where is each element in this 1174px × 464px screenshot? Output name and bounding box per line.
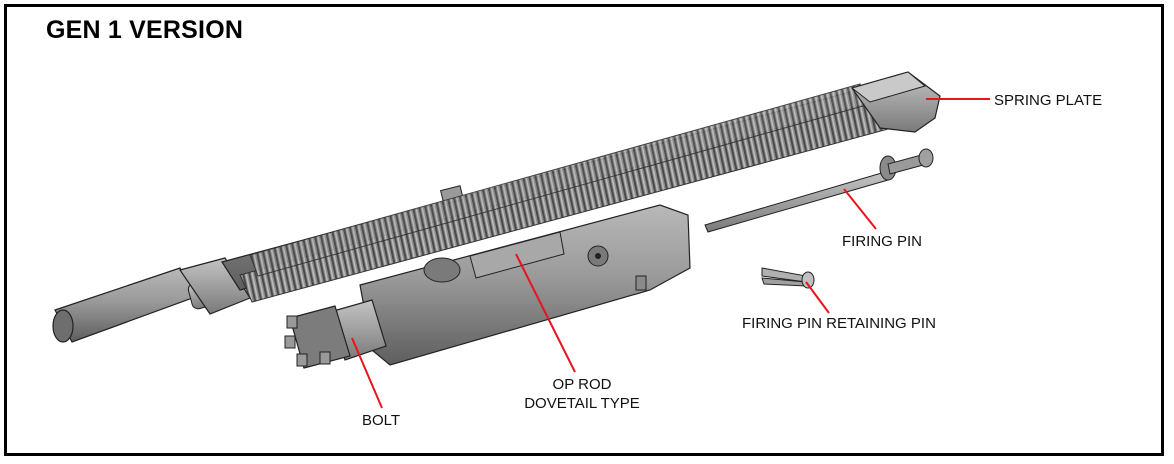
bolt [284, 299, 387, 369]
callout-spring-plate: SPRING PLATE [994, 92, 1103, 109]
leader-firing-pin [843, 188, 877, 230]
firing-pin-retaining-pin [761, 267, 815, 289]
leader-op-rod [515, 253, 576, 373]
leader-firing-pin-retaining-pin [805, 281, 830, 314]
firing-pin [704, 148, 934, 233]
callout-op-rod-line2: DOVETAIL TYPE [524, 395, 640, 412]
callout-op-rod: OP ROD DOVETAIL TYPE [522, 375, 642, 413]
callout-op-rod-line1: OP ROD [552, 376, 612, 393]
diagram-title: GEN 1 VERSION [46, 16, 244, 44]
callout-bolt: BOLT [362, 412, 401, 429]
callout-firing-pin: FIRING PIN [842, 233, 923, 250]
callout-firing-pin-retaining-pin: FIRING PIN RETAINING PIN [742, 315, 936, 332]
spring-plate [850, 71, 941, 133]
leader-bolt [351, 337, 383, 409]
